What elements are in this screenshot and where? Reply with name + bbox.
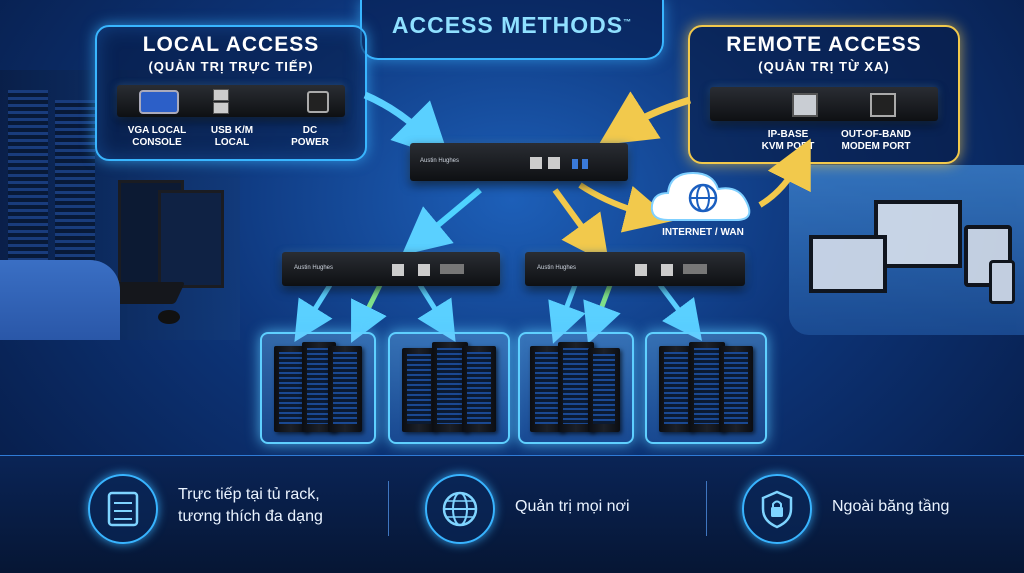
monitor (158, 190, 224, 288)
internet-cloud: INTERNET / WAN (648, 165, 758, 238)
server-rack (588, 348, 620, 432)
smartphone (989, 260, 1015, 304)
dc-power-port-icon (307, 91, 329, 113)
feature-icon-circle (88, 474, 158, 544)
header-panel: ACCESS METHODS™ (360, 0, 664, 60)
lan-port-icon (792, 93, 818, 117)
remote-access-heading: REMOTE ACCESS (QUẢN TRỊ TỪ XA) (690, 33, 958, 74)
mouse (158, 310, 180, 324)
remote-ports-faceplate (710, 87, 938, 121)
operator-hands (0, 260, 120, 340)
divider (706, 481, 707, 536)
lan-port-icon (418, 264, 430, 276)
globe-icon (442, 491, 478, 527)
operator-workstation (0, 170, 235, 340)
arrow-remote-to-main (598, 91, 692, 146)
feature-icon-circle (742, 474, 812, 544)
vga-port-icon (440, 264, 464, 274)
device-brand: Austin Hughes (420, 158, 460, 164)
feature-icon-circle (425, 474, 495, 544)
connection-arrows (294, 91, 811, 344)
modem-port-icon (870, 93, 896, 117)
usb-port-icon (213, 102, 229, 114)
port-label-vga: VGA LOCAL CONSOLE (127, 125, 187, 148)
rack-server-icon (107, 491, 139, 527)
server-rack (462, 346, 496, 432)
shield-lock-icon (761, 490, 793, 529)
arrow-local-to-main (363, 91, 450, 160)
server-rack-group-2 (388, 332, 510, 444)
server-rack (659, 346, 693, 432)
lan-port-icon (392, 264, 404, 276)
remote-access-title: REMOTE ACCESS (726, 33, 922, 56)
remote-access-subtitle: (QUẢN TRỊ TỪ XA) (758, 59, 890, 74)
remote-access-panel: REMOTE ACCESS (QUẢN TRỊ TỪ XA) IP-BASE K… (688, 25, 960, 164)
server-rack-group-4 (645, 332, 767, 444)
local-ports-faceplate (117, 85, 345, 117)
desktop-monitor (874, 200, 962, 268)
server-rack (302, 342, 336, 432)
main-kvm-switch: Austin Hughes (410, 143, 628, 181)
vga-port-icon (683, 264, 707, 274)
port-label-usb: USB K/M LOCAL (210, 125, 254, 148)
feature-text-anywhere: Quản trị mọi nơi (515, 498, 630, 515)
office-background-right (789, 165, 1024, 335)
divider (388, 481, 389, 536)
laptop (809, 235, 887, 293)
feature-text-rack: Trực tiếp tại tủ rack, tương thích đa dạ… (178, 486, 323, 525)
kvm-switch-left: Austin Hughes (282, 252, 500, 286)
lan-port-icon (530, 157, 542, 169)
usb-port-icon (213, 89, 229, 101)
lan-port-icon (661, 264, 673, 276)
local-access-heading: LOCAL ACCESS (QUẢN TRỊ TRỰC TIẾP) (97, 33, 365, 74)
server-rack-group-1 (260, 332, 376, 444)
device-brand: Austin Hughes (294, 265, 334, 271)
page-title: ACCESS METHODS™ (391, 12, 633, 38)
arrow-main-to-cloud (578, 182, 674, 233)
arrow-main-to-left-switch (401, 187, 482, 256)
server-rack-group-3 (518, 332, 634, 444)
feature-bar: Trực tiếp tại tủ rack, tương thích đa dạ… (0, 455, 1024, 573)
feature-text-out-of-band: Ngoài băng tầng (832, 498, 950, 515)
lan-port-icon (635, 264, 647, 276)
lan-port-icon (548, 157, 560, 169)
port-label-modem: OUT-OF-BAND MODEM PORT (841, 129, 911, 152)
usb-port-icon (582, 159, 588, 169)
arrow-main-to-right-switch (552, 188, 610, 265)
server-rack (328, 346, 362, 432)
server-rack (402, 348, 436, 432)
cloud-label: INTERNET / WAN (662, 227, 744, 238)
server-rack (719, 346, 753, 432)
arrow-cloud-to-remote (758, 138, 811, 208)
device-brand: Austin Hughes (537, 265, 577, 271)
usb-port-icon (572, 159, 578, 169)
cloud-icon (650, 171, 751, 221)
port-label-dc: DC POWER (291, 125, 329, 148)
local-access-panel: LOCAL ACCESS (QUẢN TRỊ TRỰC TIẾP) VGA LO… (95, 25, 367, 161)
kvm-switch-right: Austin Hughes (525, 252, 745, 286)
globe-icon (688, 183, 718, 213)
vga-port-icon (139, 90, 179, 114)
local-access-subtitle: (QUẢN TRỊ TRỰC TIẾP) (148, 59, 314, 74)
local-access-title: LOCAL ACCESS (142, 33, 320, 56)
